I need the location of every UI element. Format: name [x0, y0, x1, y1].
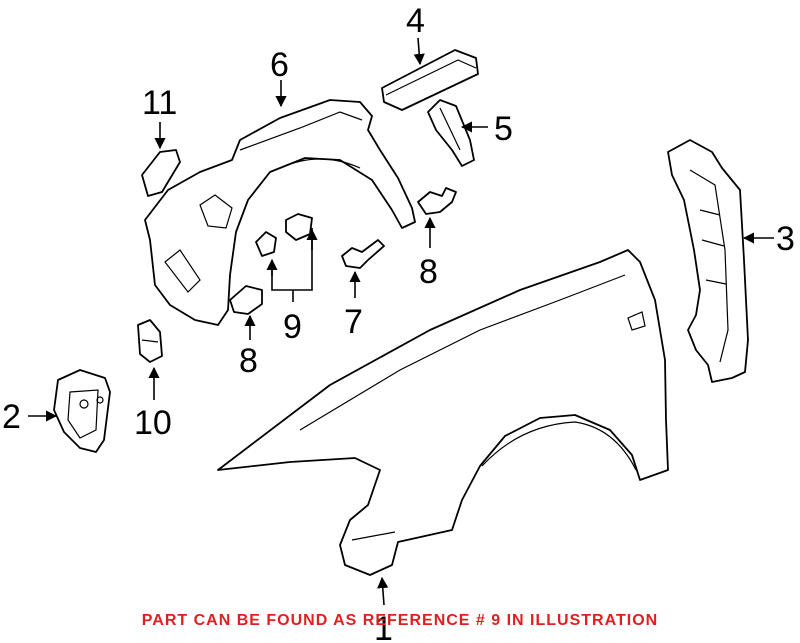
fastener-part-9-b	[285, 213, 313, 241]
block-part-5	[427, 99, 475, 167]
callout-10: 10	[134, 404, 172, 442]
reference-caption: PART CAN BE FOUND AS REFERENCE # 9 IN IL…	[141, 612, 659, 629]
callout-1: 1	[374, 610, 393, 643]
fastener-part-9-a	[255, 231, 277, 257]
callout-7: 7	[344, 303, 363, 341]
fastener-part-8-lower	[229, 285, 263, 315]
cap-part-11	[141, 149, 181, 197]
brace-part-3	[667, 139, 749, 383]
callout-11: 11	[142, 84, 177, 122]
callout-8-upper: 8	[419, 253, 438, 291]
callout-6: 6	[270, 46, 289, 84]
callout-4: 4	[406, 2, 425, 40]
callout-2: 2	[2, 398, 21, 436]
callout-9: 9	[283, 308, 302, 346]
callout-3: 3	[776, 220, 795, 258]
callout-8-lower: 8	[239, 342, 258, 380]
bracket-part-2	[53, 369, 111, 453]
strip-part-4	[381, 49, 479, 111]
leader-lines	[28, 37, 774, 606]
callout-5: 5	[494, 110, 513, 148]
fastener-part-7	[341, 239, 385, 269]
fastener-part-8-upper	[417, 187, 457, 215]
fender-part-1	[217, 249, 669, 576]
clip-part-10	[137, 319, 163, 363]
wheel-liner-part-6	[144, 99, 416, 326]
